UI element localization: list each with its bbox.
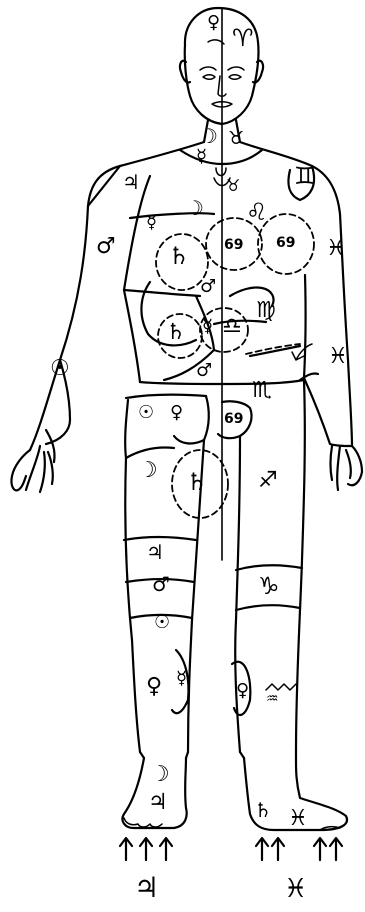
abdomen-saturn-glyph: ♄ [166,322,186,344]
libra-glyph: ♎ [222,316,242,338]
chest-taurus-glyph: ♉ [226,178,240,194]
hip-sun-glyph: ☉ [138,404,154,422]
shin-mercury-glyph: ☿ [176,670,187,688]
calf-venus-glyph: ♀ [236,682,249,700]
throat-moon-glyph: ☽ [200,126,218,146]
capricorn-glyph: ♑ [258,574,280,598]
foot-jupiter-glyph: ♃ [148,792,168,814]
aquarius-wave-mark [266,684,296,690]
pisces-mid-glyph: ♓ [328,346,348,368]
hip-venus-glyph: ♀ [170,404,183,422]
foot-pisces-glyph: ♓ [288,808,308,830]
leo-glyph: ♌ [246,200,268,224]
stomach-mars-glyph: ♂ [200,278,216,296]
neck-taurus-glyph: ♉ [228,130,244,148]
chest-mercury-glyph: ☿ [146,214,157,232]
shin-sun-glyph: ☉ [154,614,170,632]
ankle-moon-glyph: ☽ [150,764,170,786]
virgo-glyph: ♍ [256,300,276,322]
aries-glyph: ♈ [232,26,254,50]
scorpio-glyph: ♏ [252,380,272,402]
sagittarius-glyph: ♐ [258,470,278,492]
knee-mars-glyph: ♂ [152,574,170,594]
chest-saturn-glyph: ♄ [168,244,190,268]
bottom-pisces-glyph: ♓ [284,876,307,902]
neck-mercury-glyph: ☿ [196,148,207,166]
hip-mars-glyph: ♂ [196,362,212,380]
thigh-moon-glyph: ☽ [138,460,158,482]
cancer-right-glyph: 69 [276,236,295,250]
hip-cancer-glyph: 69 [224,412,243,426]
arrows-left [120,838,172,860]
thigh-saturn-glyph: ♄ [186,470,208,494]
aquarius-glyph: ♒ [266,692,279,706]
chest-moon-glyph: ☽ [186,198,204,218]
arm-mars-glyph: ♂ [96,236,116,258]
sun-arm-glyph: ☉ [50,358,70,380]
abdomen-mercury-glyph: ☿ [202,318,213,336]
arrows-right [256,838,342,860]
bottom-jupiter-glyph: ♃ [134,874,159,902]
pisces-upper-glyph: ♓ [326,238,346,260]
cancer-left-glyph: 69 [224,238,243,252]
gemini-glyph: ♊ [294,164,316,188]
jupiter-shoulder-glyph: ♃ [122,172,140,192]
foot-saturn-glyph: ♄ [254,800,272,820]
shin-venus-glyph: ♀ [146,676,162,698]
head-venus-glyph: ♀ [207,14,220,32]
knee-jupiter-glyph: ♃ [146,542,164,562]
